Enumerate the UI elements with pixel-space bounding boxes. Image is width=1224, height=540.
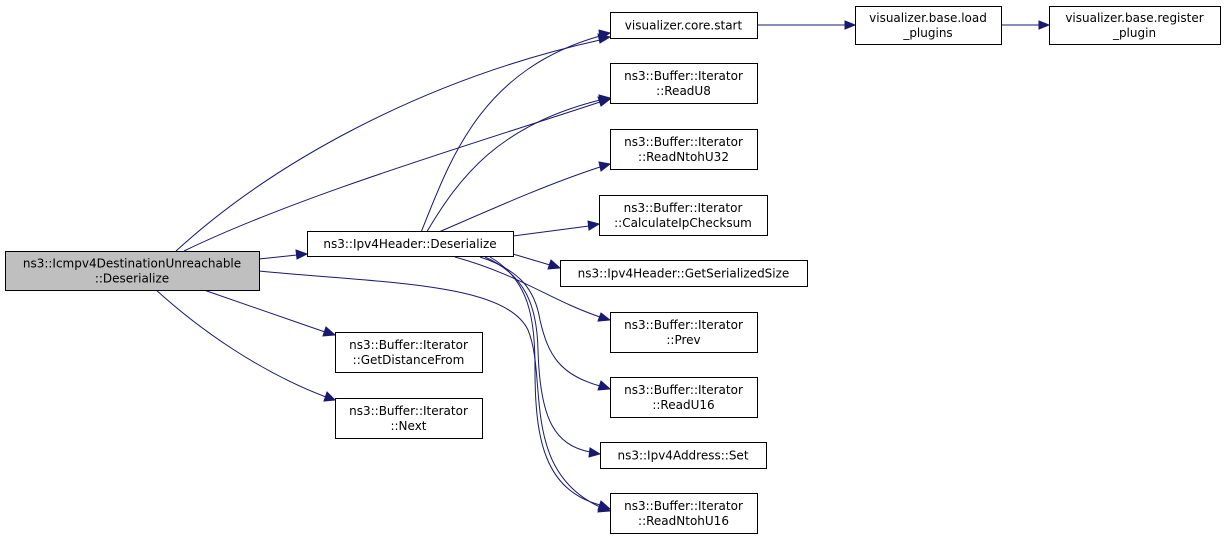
node-box	[307, 231, 514, 257]
node-label-line: ::ReadU8	[656, 84, 711, 98]
edge-arrowhead	[598, 161, 612, 172]
edge-deserialize-to-read-ntoh-u32	[431, 166, 601, 236]
edge-arrowhead	[322, 326, 337, 337]
edge-arrowhead	[588, 447, 602, 458]
edge-arrowhead	[295, 249, 309, 260]
node-box	[335, 332, 483, 373]
edge-arrowhead	[598, 29, 612, 40]
node-label-line: ns3::Ipv4Address::Set	[617, 449, 748, 463]
node-box	[610, 129, 758, 170]
node-read-ntoh-u16[interactable]: ns3::Buffer::Iterator::ReadNtohU16	[610, 493, 758, 534]
node-read-u8[interactable]: ns3::Buffer::Iterator::ReadU8	[610, 63, 758, 104]
node-label-line: ns3::Buffer::Iterator	[624, 318, 743, 332]
edge-root-to-read-u8	[183, 101, 601, 252]
edge-deserialize-to-calc-checksum	[512, 225, 590, 237]
call-graph-nodes: ns3::Icmpv4DestinationUnreachable::Deser…	[5, 6, 1221, 534]
node-label-line: visualizer.base.load	[869, 11, 987, 25]
edge-arrowhead	[323, 391, 337, 402]
node-get-serialized-size[interactable]: ns3::Ipv4Header::GetSerializedSize	[560, 260, 808, 287]
node-label-line: ns3::Buffer::Iterator	[624, 69, 743, 83]
edge-deserialize-to-read-u8	[424, 99, 601, 236]
node-label-line: ::ReadNtohU16	[638, 514, 729, 528]
node-label-line: ns3::Ipv4Header::GetSerializedSize	[578, 267, 790, 281]
edge-root-to-viz-start	[175, 39, 601, 252]
edge-root-to-ipv4-deserialize	[258, 254, 298, 260]
node-box	[855, 6, 1002, 45]
node-box	[335, 398, 483, 439]
edge-deserialize-to-ipv4addr-set	[484, 256, 591, 453]
node-label-line: ns3::Icmpv4DestinationUnreachable	[23, 257, 241, 271]
node-viz-start[interactable]: visualizer.core.start	[610, 12, 758, 39]
edge-arrowhead	[597, 312, 612, 322]
node-box	[5, 251, 260, 291]
edge-arrowhead	[598, 94, 612, 105]
node-label-line: ns3::Buffer::Iterator	[624, 383, 743, 397]
call-graph-edges	[154, 20, 1051, 513]
edge-deserialize-to-read-u16	[479, 256, 601, 387]
edge-arrowhead	[597, 380, 612, 391]
node-get-distance-from[interactable]: ns3::Buffer::Iterator::GetDistanceFrom	[335, 332, 483, 373]
node-label-line: ns3::Buffer::Iterator	[624, 135, 743, 149]
edge-deserialize-to-get-serialized-size	[512, 253, 551, 266]
node-box	[610, 493, 758, 534]
edge-deserialize-to-prev	[454, 256, 601, 318]
node-label-line: ::Prev	[666, 333, 700, 347]
node-box	[560, 260, 808, 287]
node-box	[610, 377, 758, 418]
node-ipv4-deserialize[interactable]: ns3::Ipv4Header::Deserialize	[307, 231, 514, 257]
node-box	[610, 12, 758, 39]
edge-arrowhead	[597, 500, 612, 511]
node-label-line: _plugins	[902, 26, 952, 40]
edge-arrowhead	[1038, 20, 1051, 30]
node-label-line: ns3::Buffer::Iterator	[624, 499, 743, 513]
node-label-line: ::ReadNtohU32	[638, 150, 729, 164]
edge-arrowhead	[844, 20, 857, 30]
node-box	[610, 63, 758, 104]
node-prev[interactable]: ns3::Buffer::Iterator::Prev	[610, 312, 758, 353]
node-label-line: _plugin	[1112, 26, 1156, 40]
node-label-line: ns3::Buffer::Iterator	[349, 338, 468, 352]
edge-deserialize-to-read-ntoh-u16	[489, 256, 601, 506]
node-label-line: ns3::Buffer::Iterator	[349, 404, 468, 418]
node-label-line: visualizer.core.start	[625, 19, 743, 33]
node-read-u16[interactable]: ns3::Buffer::Iterator::ReadU16	[610, 377, 758, 418]
node-label-line: ::Deserialize	[95, 272, 169, 286]
node-label-line: ::ReadU16	[652, 398, 714, 412]
edge-arrowhead	[587, 220, 601, 231]
node-label-line: ::CalculateIpChecksum	[614, 216, 752, 230]
node-label-line: visualizer.base.register	[1065, 11, 1203, 25]
node-calc-checksum[interactable]: ns3::Buffer::Iterator::CalculateIpChecks…	[599, 195, 768, 236]
node-ipv4addr-set[interactable]: ns3::Ipv4Address::Set	[600, 442, 767, 469]
node-root[interactable]: ns3::Icmpv4DestinationUnreachable::Deser…	[5, 251, 260, 291]
edge-root-to-get-distance-from	[200, 288, 326, 333]
edge-root-to-read-ntoh-u16	[258, 270, 601, 508]
edge-root-to-next	[154, 288, 327, 398]
node-label-line: ::Next	[390, 419, 426, 433]
node-label-line: ns3::Ipv4Header::Deserialize	[323, 237, 496, 251]
node-next[interactable]: ns3::Buffer::Iterator::Next	[335, 398, 483, 439]
node-viz-register[interactable]: visualizer.base.register_plugin	[1049, 6, 1221, 45]
edge-deserialize-to-viz-start	[419, 35, 601, 236]
node-label-line: ::GetDistanceFrom	[353, 353, 465, 367]
node-box	[1049, 6, 1221, 45]
node-box	[599, 195, 768, 236]
node-box	[600, 442, 767, 469]
node-label-line: ns3::Buffer::Iterator	[624, 201, 743, 215]
node-read-ntoh-u32[interactable]: ns3::Buffer::Iterator::ReadNtohU32	[610, 129, 758, 170]
node-viz-load[interactable]: visualizer.base.load_plugins	[855, 6, 1002, 45]
node-box	[610, 312, 758, 353]
edge-arrowhead	[547, 259, 562, 270]
